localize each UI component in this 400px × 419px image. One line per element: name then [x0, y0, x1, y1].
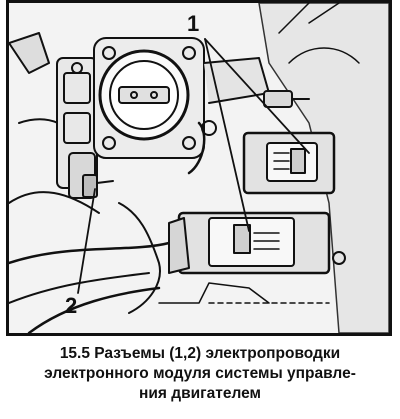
callout-1: 1	[187, 11, 200, 36]
caption-line-3: ния двигателем	[139, 385, 261, 402]
caption-line-2: электронного модуля системы управле-	[44, 365, 356, 382]
engine-drawing	[9, 3, 389, 333]
figure-caption: 15.5 Разъемы (1,2) электропроводки элект…	[0, 344, 400, 404]
engine-illustration: 1 2	[6, 0, 392, 336]
caption-line-1: 15.5 Разъемы (1,2) электропроводки	[59, 345, 341, 362]
callout-2: 2	[65, 293, 78, 318]
